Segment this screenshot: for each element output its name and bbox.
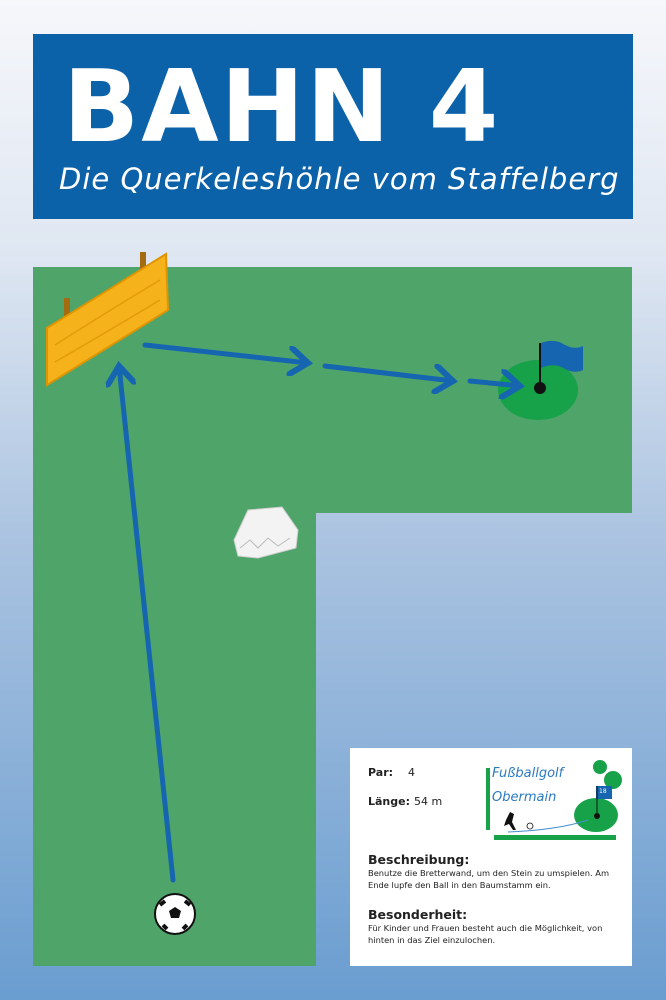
length-label: Länge: <box>368 795 410 808</box>
stone-obstacle <box>233 506 299 559</box>
header-banner: BAHN 4 Die Querkeleshöhle vom Staffelber… <box>33 34 633 219</box>
par-label: Par: <box>368 766 394 779</box>
length-row: Länge: 54 m <box>368 795 442 808</box>
page-title: BAHN 4 <box>63 48 501 165</box>
description-text: Benutze die Bretterwand, um den Stein zu… <box>368 868 610 890</box>
description-section: Beschreibung: Benutze die Bretterwand, u… <box>368 853 630 891</box>
logo-line2: Obermain <box>492 790 557 805</box>
flag-icon <box>541 340 583 372</box>
info-panel: Par: 4 Länge: 54 m Fußballgolf Obermain 18… <box>350 748 632 966</box>
soccer-ball-icon <box>154 893 196 935</box>
special-heading: Besonderheit: <box>368 907 468 922</box>
special-section: Besonderheit: Für Kinder und Frauen best… <box>368 908 630 946</box>
fussballgolf-logo: Fußballgolf Obermain 18 <box>478 760 628 845</box>
logo-flag-number: 18 <box>599 788 607 795</box>
description-heading: Beschreibung: <box>368 852 470 867</box>
hole <box>534 382 546 394</box>
page-subtitle: Die Querkeleshöhle vom Staffelberg <box>59 162 620 196</box>
hole-green <box>498 340 583 420</box>
length-value: 54 m <box>414 795 443 808</box>
fairway <box>33 267 632 966</box>
logo-line1: Fußballgolf <box>492 766 564 781</box>
special-text: Für Kinder und Frauen besteht auch die M… <box>368 923 603 945</box>
path-arrows <box>119 342 520 883</box>
wooden-board-wall <box>46 252 170 387</box>
par-row: Par: 4 <box>368 766 415 779</box>
par-value: 4 <box>408 766 415 779</box>
